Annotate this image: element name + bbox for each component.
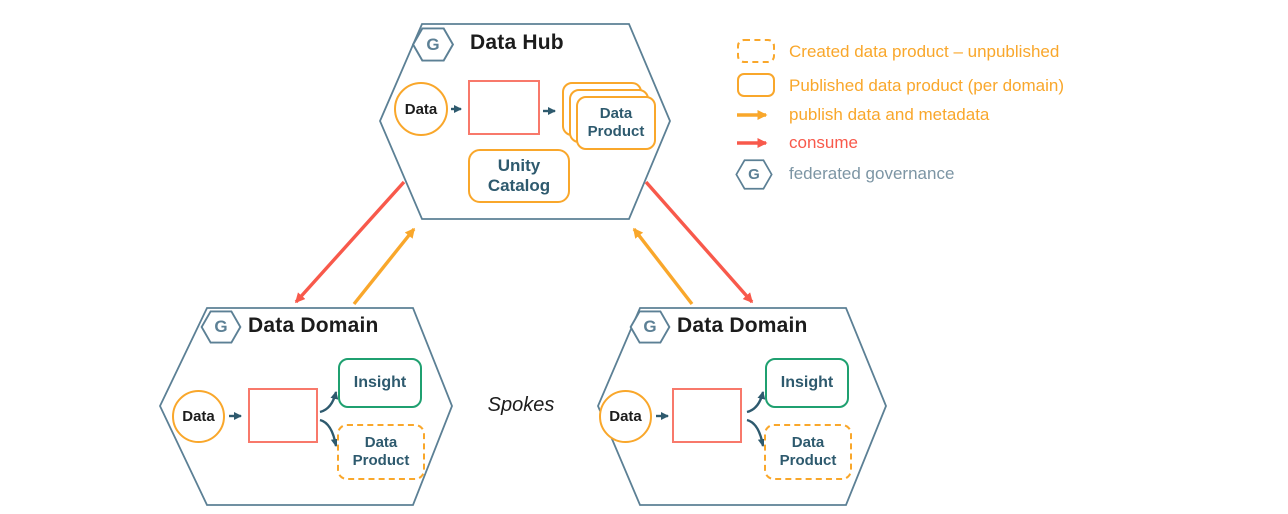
legend-published-label: Published data product (per domain) [789,76,1064,95]
consume-arrow-left [294,180,406,304]
domain-left-to-insight-arrow [319,391,339,414]
domain-right-to-product-arrow [746,418,766,447]
hub-title: Data Hub [470,31,564,54]
domain-right-governance-badge: G [629,310,671,344]
domain-left-data-node: Data [172,390,225,443]
publish-arrow-left [352,227,416,306]
domain-right-data-node: Data [599,390,652,443]
dashed-box-icon [737,39,775,63]
governance-hexagon-icon [411,27,455,62]
hub-governance-letter: G [426,34,440,54]
domain-right-data-product-node: Data Product [764,424,852,480]
domain-right-insight-node: Insight [765,358,849,408]
unity-catalog-label: Unity Catalog [487,156,551,195]
domain-right-title: Data Domain [677,314,808,337]
legend-publish-label: publish data and metadata [789,105,990,124]
solid-box-icon [737,73,775,97]
spokes-label: Spokes [487,394,555,416]
legend-governance-letter: G [748,166,760,183]
domain-left-to-product-arrow [319,418,339,447]
governance-hexagon-icon [735,159,773,190]
domain-right-data-product-label: Data Product [779,434,837,469]
domain-right-databricks-box [672,388,742,443]
domain-left-governance-letter: G [214,317,228,336]
governance-hexagon-icon [200,310,242,344]
legend-governance-badge: G [734,159,774,190]
hub-databricks-box [468,80,540,135]
publish-arrow-right [632,227,694,306]
consume-arrow-right [644,180,754,304]
hub-data-node: Data [394,82,448,136]
legend-consume-label: consume [789,133,858,152]
domain-left-data-product-label: Data Product [352,434,410,469]
hub-data-product-label: Data Product [587,105,645,140]
domain-left-title: Data Domain [248,314,379,337]
governance-hexagon-icon [629,310,671,344]
hub-data-product-node: Data Product [576,96,656,150]
domain-left-data-product-node: Data Product [337,424,425,480]
hub-unity-catalog-node: Unity Catalog [468,149,570,203]
domain-right-governance-letter: G [643,317,657,336]
domain-left-insight-node: Insight [338,358,422,408]
domain-right-to-insight-arrow [746,391,766,414]
legend-created-label: Created data product – unpublished [789,42,1060,61]
hub-governance-badge: G [411,27,455,62]
domain-left-databricks-box [248,388,318,443]
legend-governance-label: federated governance [789,164,955,183]
domain-left-governance-badge: G [200,310,242,344]
